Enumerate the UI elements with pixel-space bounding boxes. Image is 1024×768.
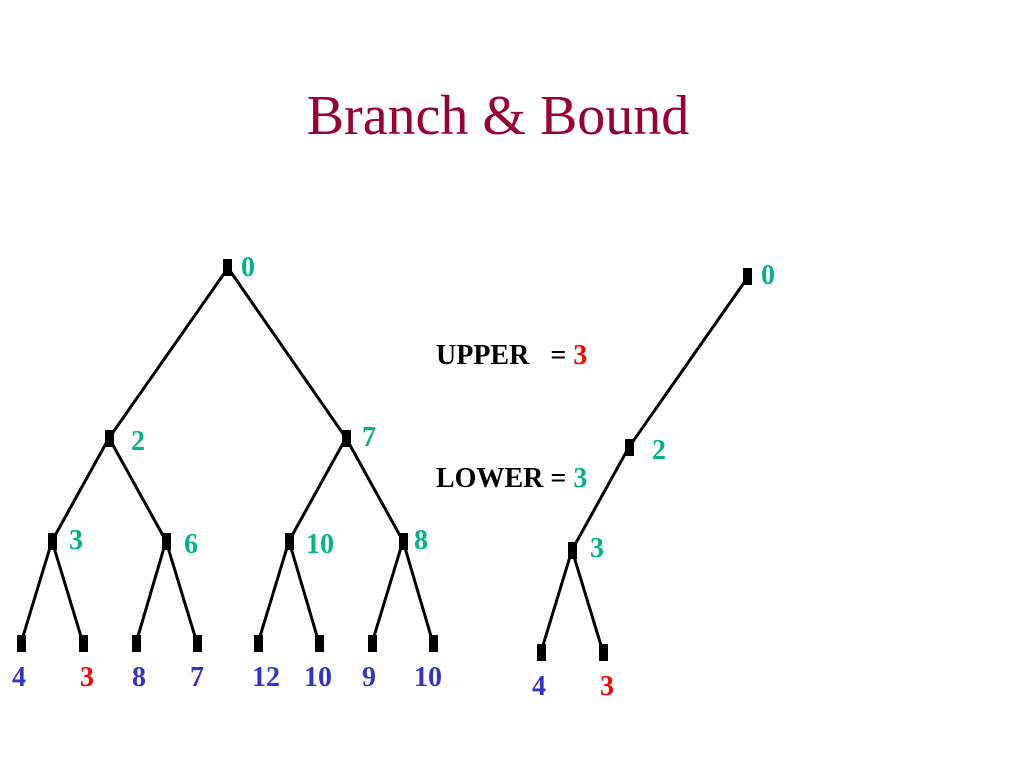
edge: [50, 540, 85, 644]
node-marker: [368, 635, 377, 652]
node-marker: [223, 259, 232, 276]
edge: [226, 267, 348, 439]
node-marker: [429, 635, 438, 652]
node-marker: [568, 542, 577, 559]
lower-bound-label: LOWER =: [436, 463, 574, 494]
node-marker: [342, 430, 351, 447]
node-marker: [399, 533, 408, 550]
edge: [164, 540, 199, 644]
full-l2-value: 10: [306, 529, 334, 560]
node-marker: [17, 635, 26, 652]
edge: [344, 437, 405, 542]
edge: [570, 549, 605, 653]
full-leaf-value: 12: [252, 662, 280, 693]
pruned-tree-labels: 0 2 3 4 3: [532, 260, 775, 702]
edge: [370, 540, 405, 644]
full-root-value: 0: [241, 252, 255, 283]
node-marker: [162, 533, 171, 550]
pruned-root-value: 0: [761, 260, 775, 291]
full-tree-edges: [19, 267, 435, 644]
lower-bound-value: 3: [573, 463, 588, 494]
pruned-l2-value: 3: [590, 533, 604, 564]
edge: [107, 437, 168, 542]
edge: [401, 540, 435, 644]
edge: [287, 437, 348, 542]
full-leaf-value: 3: [80, 662, 94, 693]
edge: [107, 267, 230, 439]
bounds-panel: UPPER = 3 LOWER = 3: [436, 253, 587, 540]
edge: [287, 540, 321, 644]
full-l2-value: 3: [69, 525, 83, 556]
node-marker: [285, 533, 294, 550]
node-marker: [625, 439, 634, 456]
pruned-tree-edges: [539, 276, 750, 653]
node-marker: [79, 635, 88, 652]
full-leaf-value: 8: [132, 662, 146, 693]
full-leaf-value: 10: [414, 662, 442, 693]
edge: [570, 446, 631, 551]
full-leaf-value: 7: [190, 662, 204, 693]
edge: [256, 540, 291, 644]
node-marker: [315, 635, 324, 652]
upper-bound-row: UPPER = 3: [436, 335, 587, 376]
pruned-leaf-value: 4: [532, 671, 546, 702]
edge: [539, 549, 574, 653]
full-tree-labels: 0 2 7 3 6 10 8 4 3 8 7 12 10 9 10: [12, 252, 442, 693]
upper-bound-value: 3: [573, 340, 588, 371]
full-l1-value: 7: [362, 422, 376, 453]
pruned-l1-value: 2: [652, 435, 666, 466]
node-marker: [193, 635, 202, 652]
full-leaf-value: 10: [304, 662, 332, 693]
edge: [627, 276, 750, 448]
node-marker: [743, 268, 752, 285]
full-leaf-value: 9: [362, 662, 376, 693]
node-marker: [105, 430, 114, 447]
node-marker: [132, 635, 141, 652]
node-marker: [537, 644, 546, 661]
pruned-tree-nodes: [537, 268, 752, 661]
edge: [19, 540, 54, 644]
edge: [134, 540, 168, 644]
edge: [50, 437, 111, 542]
full-tree-nodes: [17, 259, 438, 652]
node-marker: [48, 533, 57, 550]
upper-bound-label: UPPER =: [436, 340, 574, 371]
node-marker: [254, 635, 263, 652]
full-leaf-value: 4: [12, 662, 26, 693]
full-l2-value: 8: [414, 525, 428, 556]
full-l2-value: 6: [184, 529, 198, 560]
full-l1-value: 2: [131, 426, 145, 457]
pruned-leaf-value: 3: [600, 671, 614, 702]
slide-title: Branch & Bound: [306, 85, 690, 147]
node-marker: [599, 644, 608, 661]
lower-bound-row: LOWER = 3: [436, 458, 587, 499]
